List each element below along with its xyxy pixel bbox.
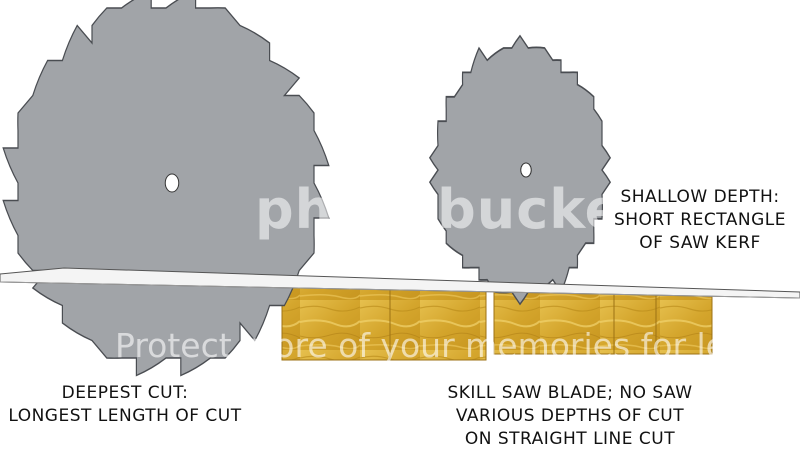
caption-line: LONGEST LENGTH OF CUT (8, 406, 242, 426)
arbor-hole (164, 173, 180, 193)
wood-block-4 (613, 291, 657, 355)
caption-line: SKILL SAW BLADE; NO SAW (447, 383, 693, 403)
wood-block-2 (389, 285, 487, 361)
wood-block-5 (655, 291, 713, 355)
board-panel (0, 267, 800, 299)
caption-line: ON STRAIGHT LINE CUT (464, 429, 676, 449)
caption-line: VARIOUS DEPTHS OF CUT (455, 406, 685, 426)
deepest-cut-caption: DEEPEST CUT: LONGEST LENGTH OF CUT (0, 382, 250, 428)
wood-block-3 (493, 291, 615, 355)
caption-line: SHORT RECTANGLE (613, 210, 787, 230)
wood-blocks (281, 285, 713, 361)
caption-line: DEEPEST CUT: (61, 383, 189, 403)
arbor-hole (520, 162, 532, 178)
skill-saw-caption: SKILL SAW BLADE; NO SAW VARIOUS DEPTHS O… (420, 382, 720, 451)
caption-line: SHALLOW DEPTH: (620, 187, 780, 207)
shallow-depth-caption: SHALLOW DEPTH: SHORT RECTANGLE OF SAW KE… (600, 186, 800, 255)
wood-block-1 (281, 285, 391, 361)
small-saw-blade (428, 34, 612, 306)
large-saw-blade (2, 0, 330, 377)
caption-line: OF SAW KERF (639, 233, 761, 253)
blade-body (428, 34, 612, 306)
